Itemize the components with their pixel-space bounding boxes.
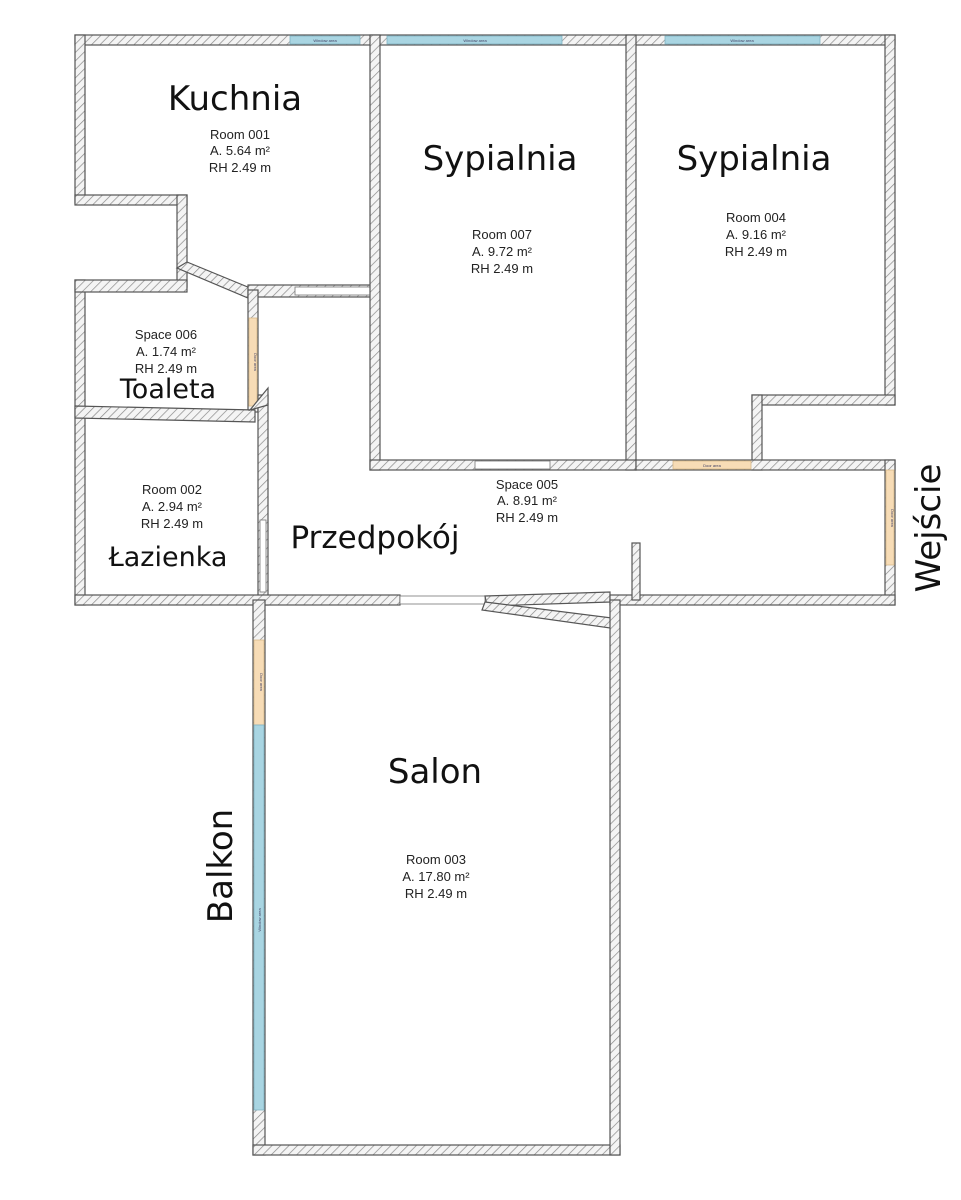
- room-sypialnia-007: Sypialnia Room 007 A. 9.72 m² RH 2.49 m: [423, 139, 578, 276]
- room-id: Room 004: [726, 210, 786, 225]
- door-label: Door area: [259, 673, 264, 692]
- walls: [74, 34, 896, 1156]
- room-area: A. 8.91 m²: [497, 493, 558, 508]
- door-label: Door area: [703, 463, 722, 468]
- room-id: Room 007: [472, 227, 532, 242]
- room-name: Salon: [388, 752, 482, 792]
- room-height: RH 2.49 m: [496, 510, 558, 525]
- room-height: RH 2.49 m: [471, 261, 533, 276]
- room-height: RH 2.49 m: [405, 886, 467, 901]
- room-id: Room 001: [210, 127, 270, 142]
- room-id: Room 003: [406, 852, 466, 867]
- room-name: Sypialnia: [677, 139, 832, 179]
- room-id: Space 006: [135, 327, 197, 342]
- window-label: Window area: [463, 38, 487, 43]
- entrance-label: Wejście: [909, 464, 949, 593]
- room-height: RH 2.49 m: [141, 516, 203, 531]
- room-toaleta: Space 006 A. 1.74 m² RH 2.49 m Toaleta: [119, 327, 216, 405]
- room-area: A. 9.72 m²: [472, 244, 533, 259]
- room-name: Kuchnia: [168, 79, 302, 119]
- window-label: Window area: [257, 908, 262, 932]
- room-name: Łazienka: [108, 542, 228, 573]
- room-kuchnia: Kuchnia Room 001 A. 5.64 m² RH 2.49 m: [168, 79, 302, 175]
- room-sypialnia-004: Sypialnia Room 004 A. 9.16 m² RH 2.49 m: [677, 139, 832, 259]
- room-height: RH 2.49 m: [209, 160, 271, 175]
- windows: Window area Window area Window area Wind…: [257, 35, 821, 932]
- room-height: RH 2.49 m: [135, 361, 197, 376]
- door-label: Door area: [890, 509, 895, 528]
- room-salon: Salon Room 003 A. 17.80 m² RH 2.49 m: [388, 752, 482, 901]
- window-label: Window area: [313, 38, 337, 43]
- room-height: RH 2.49 m: [725, 244, 787, 259]
- room-area: A. 17.80 m²: [402, 869, 470, 884]
- room-id: Room 002: [142, 482, 202, 497]
- room-name: Przedpokój: [291, 520, 460, 556]
- balcony-label: Balkon: [201, 809, 241, 923]
- room-name: Toaleta: [119, 374, 216, 405]
- room-id: Space 005: [496, 477, 558, 492]
- room-area: A. 9.16 m²: [726, 227, 787, 242]
- room-przedpokoj: Space 005 A. 8.91 m² RH 2.49 m Przedpokó…: [291, 477, 559, 556]
- room-name: Sypialnia: [423, 139, 578, 179]
- window-label: Window area: [730, 38, 754, 43]
- room-lazienka: Room 002 A. 2.94 m² RH 2.49 m Łazienka: [108, 482, 228, 573]
- room-area: A. 5.64 m²: [210, 143, 271, 158]
- room-area: A. 2.94 m²: [142, 499, 203, 514]
- doors: Door area Door area Door area Door area: [253, 353, 895, 692]
- room-area: A. 1.74 m²: [136, 344, 197, 359]
- door-label: Door area: [253, 353, 258, 372]
